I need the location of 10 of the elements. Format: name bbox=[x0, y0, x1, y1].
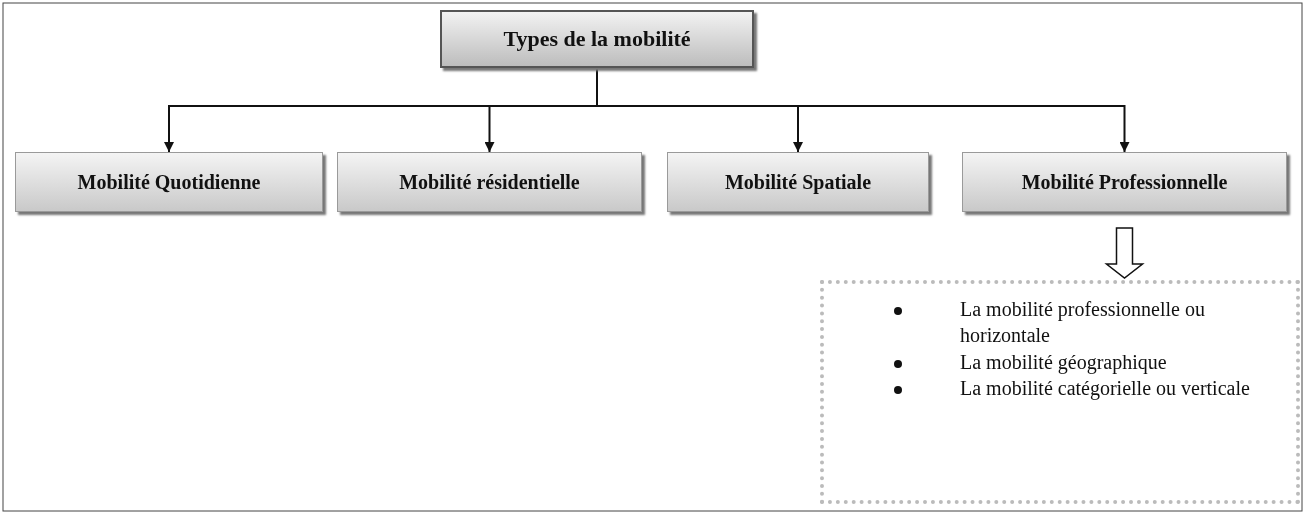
category-box: Mobilité Quotidienne bbox=[15, 152, 323, 212]
category-box: Mobilité résidentielle bbox=[337, 152, 642, 212]
list-item: La mobilité professionnelle ou horizontale bbox=[960, 297, 1206, 349]
list-item: La mobilité catégorielle ou verticale bbox=[960, 376, 1251, 402]
block-arrow bbox=[1104, 227, 1145, 279]
category-box: Mobilité Spatiale bbox=[667, 152, 929, 212]
list-item: La mobilité géographique bbox=[960, 349, 1168, 376]
category-box: Mobilité Professionnelle bbox=[962, 152, 1287, 212]
root-box: Types de la mobilité bbox=[440, 10, 754, 68]
bullet-list-box bbox=[820, 280, 1300, 504]
